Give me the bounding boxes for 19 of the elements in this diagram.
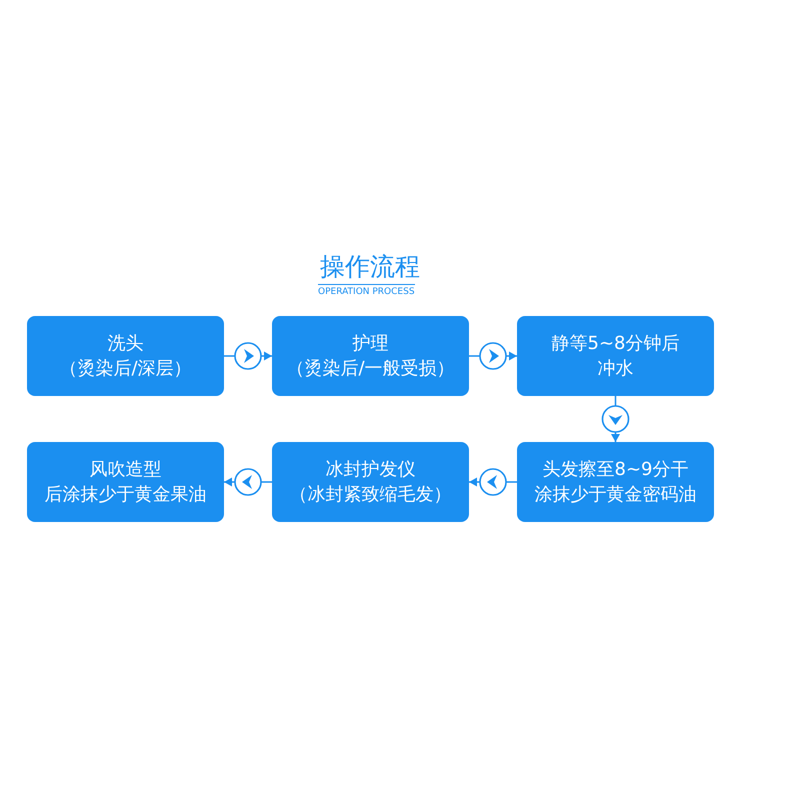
step-text: 风吹造型后涂抹少于黄金果油: [44, 458, 206, 507]
title: 操作流程: [319, 251, 421, 283]
chevron-arrow: [224, 468, 272, 496]
step-text: 头发擦至8~9分干涂抹少于黄金密码油: [534, 458, 696, 507]
chevron-arrow: [224, 342, 272, 370]
chevron-arrow: [602, 396, 630, 442]
step-box: [517, 316, 714, 396]
chevron-arrow: [469, 342, 517, 370]
step-text: 护理（烫染后/一般受损）: [286, 332, 455, 381]
step-box: [517, 442, 714, 522]
step-text: 冰封护发仪（冰封紧致缩毛发）: [290, 458, 452, 507]
step-text: 静等5~8分钟后冲水: [552, 332, 680, 381]
chevron-arrow: [469, 468, 517, 496]
step-box: [272, 442, 469, 522]
step-box: [272, 316, 469, 396]
step-box: [27, 316, 224, 396]
subtitle: OPERATION PROCESS: [318, 284, 415, 297]
step-text: 洗头（烫染后/深层）: [59, 332, 192, 381]
step-box: [27, 442, 224, 522]
